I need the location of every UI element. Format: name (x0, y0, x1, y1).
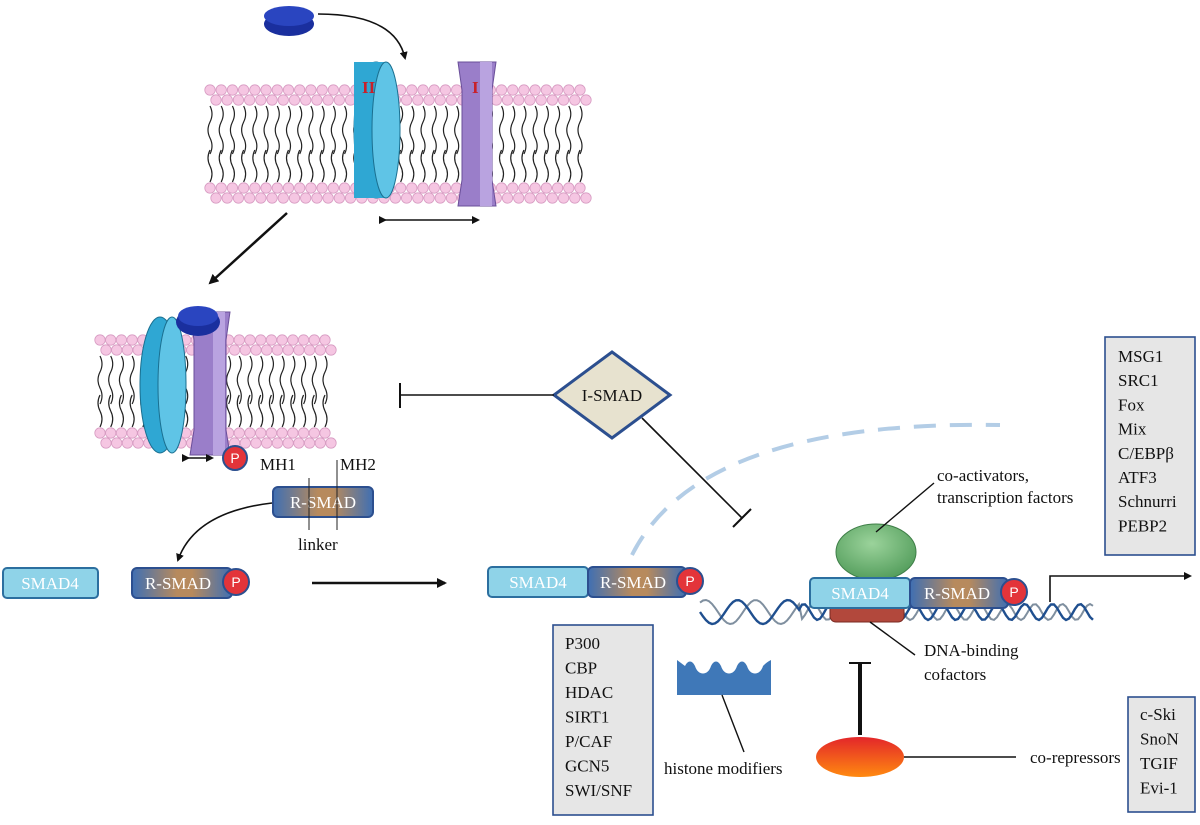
rsmad-linker-label: R-SMAD (290, 493, 356, 512)
coactivator-item: PEBP2 (1118, 516, 1167, 535)
phospho-badge-nuclear: P (1000, 578, 1028, 606)
corepressor-item: SnoN (1140, 730, 1179, 749)
coactivator-item: Fox (1118, 395, 1145, 414)
corepressor-blob (816, 737, 904, 777)
coactivator-item: C/EBPβ (1118, 444, 1174, 463)
coactivators-label-2: transcription factors (937, 488, 1073, 507)
coactivators-label-1: co-activators, (937, 466, 1029, 485)
transcription-arrow (1049, 572, 1192, 602)
coactivator-item: MSG1 (1118, 347, 1163, 366)
histone-pointer (721, 694, 745, 753)
svg-text:P: P (685, 573, 694, 589)
ligand-binding-arrow (317, 13, 408, 60)
receptor-type-i: I (457, 61, 497, 207)
receptor-complex (139, 306, 231, 456)
rsmad-free-label: R-SMAD (145, 574, 211, 593)
corepressors-label: co-repressors (1030, 748, 1121, 767)
coactivator-pointer (875, 482, 935, 533)
mh2-label: MH2 (340, 455, 376, 474)
rsmad-complex-label: R-SMAD (600, 573, 666, 592)
histone-item: P/CAF (565, 732, 612, 751)
phospho-badge-complex: P (676, 567, 704, 595)
svg-text:P: P (230, 450, 239, 466)
corepressor-item: TGIF (1140, 754, 1178, 773)
receptor-type-ii: II (353, 61, 401, 199)
linker-label: linker (298, 535, 338, 554)
i-smad-label: I-SMAD (582, 386, 642, 405)
phospho-badge-receptor: P (222, 445, 248, 471)
histone-item: P300 (565, 634, 600, 653)
rsmad-linker-box (272, 486, 374, 518)
smad4-nuclear-label: SMAD4 (831, 584, 889, 603)
histone-item: SIRT1 (565, 708, 609, 727)
coactivator-item: Schnurri (1118, 492, 1177, 511)
ligand-top (264, 6, 314, 36)
smad4-free-label: SMAD4 (21, 574, 79, 593)
histone-item: GCN5 (565, 757, 609, 776)
histone-modifier-shape (677, 660, 771, 695)
i-smad: I-SMAD (551, 350, 673, 440)
dna-binding-label-2: cofactors (924, 665, 986, 684)
dna-binding-pointer (869, 621, 916, 656)
rsmad-nuclear-label: R-SMAD (924, 584, 990, 603)
svg-text:P: P (1009, 584, 1018, 600)
corepressor-inhibit (849, 662, 871, 735)
smad4-free (2, 567, 99, 599)
coactivator-item: SRC1 (1118, 371, 1159, 390)
phosphorylation-arrow (176, 502, 273, 562)
corepressor-item: c-Ski (1140, 705, 1176, 724)
svg-text:P: P (231, 574, 240, 590)
nuclear-envelope (630, 422, 1001, 556)
histone-item: HDAC (565, 683, 613, 702)
histone-item: CBP (565, 659, 597, 678)
histone-item: SWI/SNF (565, 781, 632, 800)
histone-modifiers-label: histone modifiers (664, 759, 783, 778)
dna-binding-label-1: DNA-binding (924, 641, 1019, 660)
receptor-ii-label: II (362, 78, 376, 97)
i-smad-inhibit-rsmad (641, 417, 752, 528)
complex-formation-arrow (208, 212, 288, 285)
receptor-i-label: I (472, 78, 479, 97)
mh1-label: MH1 (260, 455, 296, 474)
coactivator-item: ATF3 (1118, 468, 1157, 487)
corepressor-item: Evi-1 (1140, 779, 1178, 798)
coactivator-blob (835, 523, 917, 581)
smad4-complex-label: SMAD4 (509, 573, 567, 592)
phospho-badge-free: P (222, 568, 250, 596)
i-smad-inhibit-receptor (399, 383, 554, 408)
coactivator-item: Mix (1118, 420, 1147, 439)
